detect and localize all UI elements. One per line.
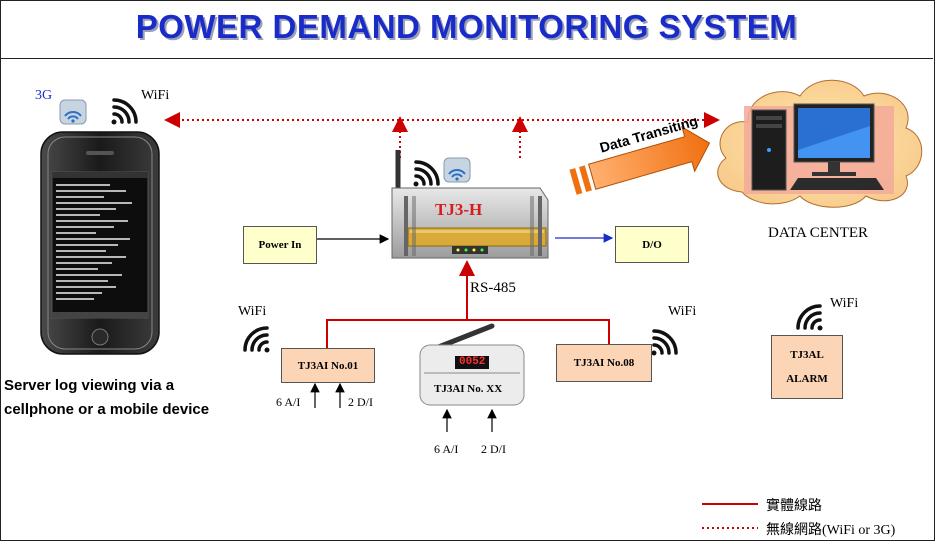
wifi-signal-icon-alarm bbox=[796, 304, 823, 331]
tj3al-label: TJ3AL bbox=[790, 349, 824, 361]
nodexx-ai-label: 6 A/I bbox=[434, 442, 459, 456]
tj3-h-hub-device bbox=[391, 150, 549, 259]
wifi-signal-icon-node01 bbox=[243, 326, 270, 353]
tj3ai-no08-box: TJ3AI No.08 bbox=[556, 344, 652, 382]
node08-wifi-label: WiFi bbox=[668, 304, 697, 319]
nodexx-display: 0052 bbox=[459, 356, 486, 368]
nodexx-di-label: 2 D/I bbox=[481, 442, 506, 456]
rs485-label: RS-485 bbox=[470, 280, 516, 296]
wifi-signal-icon-phone bbox=[111, 98, 138, 125]
alarm-wifi-label: WiFi bbox=[830, 296, 859, 311]
page-title: POWER DEMAND MONITORING SYSTEM bbox=[135, 8, 798, 45]
cellphone-icon bbox=[40, 131, 160, 355]
tj3-h-label: TJ3-H bbox=[435, 200, 483, 219]
computer-icon bbox=[751, 103, 884, 191]
legend-solid-label: 實體線路 bbox=[766, 499, 822, 514]
tj3al-alarm-box: TJ3AL ALARM bbox=[771, 335, 843, 399]
power-in-box: Power In bbox=[243, 226, 317, 264]
server-log-caption-line2: cellphone or a mobile device bbox=[4, 401, 210, 418]
alarm-label: ALARM bbox=[786, 373, 828, 385]
rs485-bus bbox=[326, 319, 610, 348]
data-center-label: DATA CENTER bbox=[768, 225, 869, 241]
node01-wifi-label: WiFi bbox=[238, 304, 267, 319]
tj3ai-no01-box: TJ3AI No.01 bbox=[281, 348, 375, 383]
wifi-signal-icon-hub bbox=[413, 160, 440, 187]
title-bar: POWER DEMAND MONITORING SYSTEM bbox=[0, 0, 933, 59]
label-wifi-phone: WiFi bbox=[141, 88, 170, 103]
server-log-caption: Server log viewing via a cellphone or a … bbox=[4, 374, 209, 422]
wifi-signal-icon-node08 bbox=[651, 329, 678, 356]
3g-signal-icon-hub bbox=[443, 157, 471, 183]
legend-dotted-label: 無線網路(WiFi or 3G) bbox=[766, 523, 896, 538]
tj3ai-xx-device bbox=[419, 323, 525, 406]
3g-signal-icon bbox=[59, 99, 87, 125]
tj3ai-noxx-label: TJ3AI No. XX bbox=[434, 383, 503, 395]
node01-di-label: 2 D/I bbox=[348, 395, 373, 409]
do-box: D/O bbox=[615, 226, 689, 263]
label-3g: 3G bbox=[35, 88, 53, 103]
data-transiting-arrow bbox=[569, 126, 711, 195]
server-log-caption-line1: Server log viewing via a bbox=[4, 377, 175, 394]
node01-ai-label: 6 A/I bbox=[276, 395, 301, 409]
